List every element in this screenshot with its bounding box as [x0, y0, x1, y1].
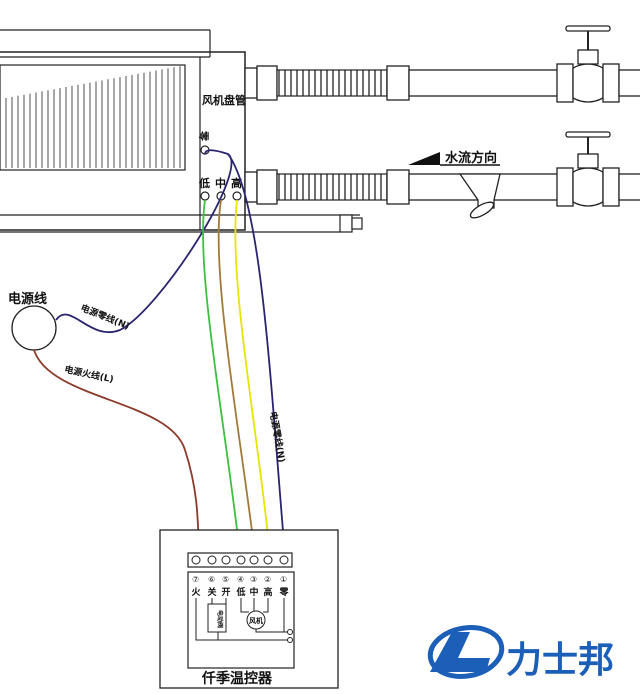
fan-coil-label: 风机盘管: [202, 93, 246, 107]
water-flow-label: 水流方向: [445, 150, 497, 166]
terminal-low-icon: [200, 191, 210, 201]
terminal-name: 零: [279, 587, 290, 598]
live-wire-label: 电源火线(L): [63, 363, 114, 385]
terminal-number: ②: [264, 575, 271, 584]
terminal-mid-label: 中: [215, 176, 226, 190]
fan-label: 风机: [249, 616, 263, 625]
valve-label: 电动阀: [216, 610, 224, 628]
terminal-name: 低: [236, 586, 246, 598]
terminal-screw-icon: [207, 555, 217, 565]
terminal-names: 火关开低中高零: [192, 586, 290, 598]
terminal-screw-icon: [191, 555, 201, 565]
terminal-name: 关: [208, 586, 217, 598]
flow-arrow-icon: [408, 152, 440, 165]
logo-text: 力士邦: [506, 640, 614, 681]
high-speed-wire: [234, 199, 271, 556]
fan-motor-icon: [246, 610, 266, 630]
terminal-number: ⑦: [192, 575, 199, 584]
terminal-name: 高: [264, 586, 273, 598]
power-label: 电源线: [8, 291, 47, 307]
terminal-name: 中: [250, 586, 259, 598]
wires: [33, 149, 286, 556]
terminal-number: ⑥: [208, 575, 215, 584]
lower-pipe: [244, 131, 640, 219]
neutral-wire-label-2: 电源零线(N): [267, 410, 288, 463]
terminal-number: ④: [237, 575, 244, 584]
terminal-number: ③: [250, 575, 257, 584]
terminal-name: 开: [222, 587, 231, 598]
terminal-screw-icon: [221, 555, 231, 565]
terminal-number: ①: [280, 575, 287, 584]
power-source-icon: [11, 305, 57, 351]
power-source: 电源线: [8, 291, 57, 351]
terminal-screw-icon: [279, 555, 289, 565]
terminal-name: 火: [192, 587, 202, 598]
terminal-screw-icon: [236, 555, 246, 565]
terminal-number: ⑤: [222, 575, 229, 584]
mid-speed-wire: [217, 199, 256, 556]
water-flow-indicator: 水流方向: [408, 150, 500, 166]
fan-coil-terminals: 零 低 中 高: [197, 130, 242, 201]
neutral-wire-controller: [227, 153, 286, 556]
terminal-zero-label: 零: [197, 130, 210, 142]
terminal-high-label: 高: [231, 176, 242, 190]
coil-fins: [5, 66, 181, 168]
terminal-screw-icon: [263, 555, 273, 565]
terminal-high-icon: [232, 191, 242, 201]
terminal-low-label: 低: [198, 176, 210, 190]
motorized-valve-icon: [207, 603, 227, 633]
low-speed-wire: [202, 199, 241, 556]
neutral-wire: [55, 149, 233, 333]
live-wire: [33, 349, 200, 556]
neutral-wire-label: 电源零线(N): [79, 302, 131, 333]
logo-mark-icon: [430, 632, 490, 672]
fan-coil-unit: 风机盘管: [0, 29, 363, 233]
upper-pipe: [244, 25, 640, 103]
terminal-screw-icon: [249, 555, 259, 565]
controller-label: 仟季温控器: [201, 670, 273, 687]
terminal-screws: [191, 555, 289, 565]
internal-wiring: [195, 598, 290, 641]
brand-logo: 力士邦: [427, 625, 614, 681]
